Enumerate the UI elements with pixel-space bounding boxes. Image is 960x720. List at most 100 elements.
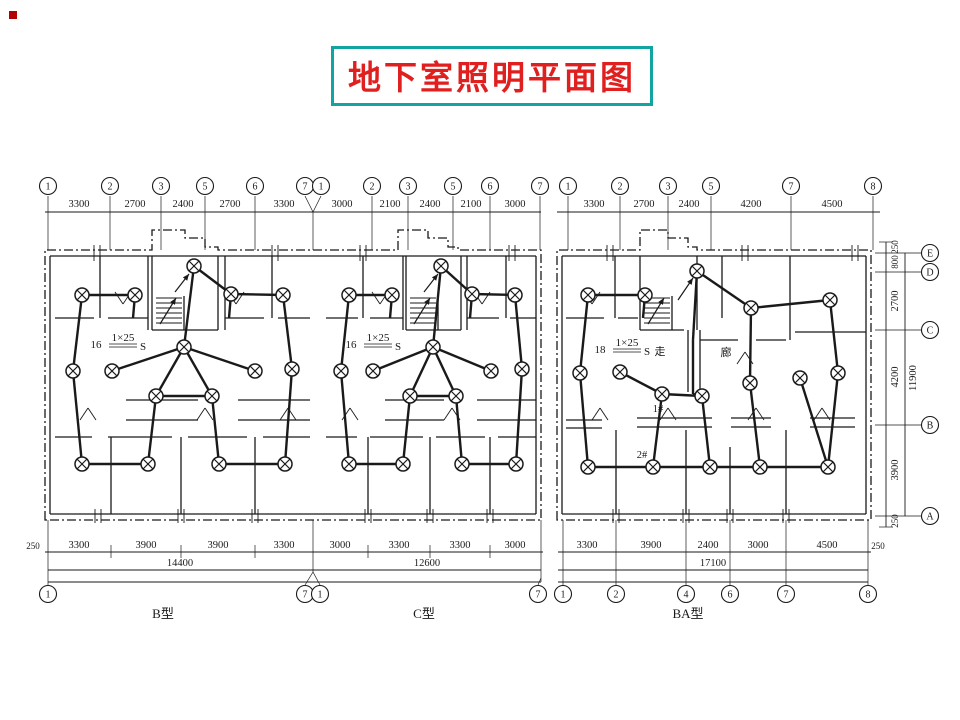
lamp-cross (435, 260, 447, 272)
lamp-count-label: 16 (91, 339, 103, 351)
axis-bubble-label: 5 (451, 182, 456, 193)
wire-line (146, 395, 158, 465)
axis-bubble-label: B (927, 421, 934, 432)
wire-line (401, 395, 412, 465)
dimension-label: 3300 (69, 540, 90, 551)
lamp-icon (433, 258, 449, 274)
lamp-cross (582, 461, 594, 473)
lamp-cross (691, 265, 703, 277)
lamp-cross (485, 365, 497, 377)
lamp-icon (148, 388, 164, 404)
dimension-label: 4200 (741, 199, 762, 210)
lamp-cross (582, 289, 594, 301)
wire-line (431, 346, 458, 397)
wire-line (700, 395, 712, 468)
axis-bubble-circle (720, 584, 740, 604)
lamp-cross (106, 365, 118, 377)
axis-bubble-label: 1 (318, 590, 323, 601)
dimension-label: 3000 (748, 540, 769, 551)
axis-bubble-label: 7 (536, 590, 541, 601)
plan-outline (556, 229, 872, 521)
lamp-icon (341, 287, 357, 303)
axis-bubble-7: 7 (776, 584, 796, 604)
axis-bubble-label: 1 (319, 182, 324, 193)
axis-bubble-circle (920, 415, 940, 435)
dimension-label: 250 (26, 541, 40, 551)
door-swing-mark (591, 407, 601, 421)
lamp-cross (178, 341, 190, 353)
axis-bubble-1: 1 (558, 176, 578, 196)
axis-bubble-label: 8 (871, 182, 876, 193)
lamp-icon (742, 375, 758, 391)
lamp-icon (402, 388, 418, 404)
dimension-label: 3300 (274, 540, 295, 551)
lamp-cross (76, 458, 88, 470)
lamp-icon (702, 459, 718, 475)
feed-arrow-head (424, 298, 430, 305)
lamp-icon (743, 300, 759, 316)
axis-bubble-A: A (920, 506, 940, 526)
lamp-cross (456, 458, 468, 470)
axis-bubble-circle (528, 584, 548, 604)
wire-line (651, 393, 664, 468)
wire-spec-label: 1×25 (367, 332, 390, 344)
axis-bubble-circle (920, 243, 940, 263)
lamp-icon (284, 361, 300, 377)
lamp-cross (343, 289, 355, 301)
dimension-label: 4500 (817, 540, 838, 551)
wire-line (283, 368, 294, 465)
dimension-label: 12600 (414, 558, 440, 569)
extension-line (312, 195, 322, 213)
dimension-label: 2700 (634, 199, 655, 210)
wire-line (748, 382, 762, 468)
wire-line (372, 345, 434, 373)
axis-bubble-label: 4 (684, 590, 689, 601)
staircases (156, 297, 670, 324)
axis-bubble-C: C (920, 320, 940, 340)
axis-bubble-circle (195, 176, 215, 196)
axis-bubble-label: 1 (46, 590, 51, 601)
lamp-cross (249, 365, 261, 377)
lamp-icon (384, 287, 400, 303)
dimension-label: 250 (890, 514, 900, 528)
feed-arrow-head (182, 274, 189, 281)
door-swing-mark (196, 407, 206, 421)
axis-bubble-label: 6 (728, 590, 733, 601)
lamp-icon (341, 456, 357, 472)
axis-bubble-circle (398, 176, 418, 196)
axis-bubble-label: 7 (789, 182, 794, 193)
feed-arrow-head (431, 274, 438, 281)
lamp-cross (614, 366, 626, 378)
lamp-icon (204, 388, 220, 404)
wire-line (828, 299, 840, 374)
wire-line (408, 346, 435, 397)
plan-type-label: C型 (413, 606, 435, 621)
axis-bubble-3: 3 (658, 176, 678, 196)
axis-bubble-circle (658, 176, 678, 196)
lamp-cross (67, 365, 79, 377)
dimension-label: 17100 (700, 558, 726, 569)
axis-bubble-2: 2 (610, 176, 630, 196)
lamp-cross (386, 289, 398, 301)
lamp-icon (752, 459, 768, 475)
lamp-symbols (65, 258, 846, 475)
axis-bubble-E: E (920, 243, 940, 263)
corridor-label: 走 (655, 345, 666, 358)
door-swing-mark (279, 407, 289, 421)
axis-bubble-label: 5 (709, 182, 714, 193)
feed-arrow-head (170, 298, 176, 305)
dimension-label: 3000 (330, 540, 351, 551)
building-outlines (44, 229, 872, 521)
wire-line (230, 292, 284, 297)
lamp-icon (654, 386, 670, 402)
axis-bubble-2: 2 (100, 176, 120, 196)
dimension-label: 2400 (420, 199, 441, 210)
dimension-label: 3900 (641, 540, 662, 551)
dimension-lines (45, 195, 921, 586)
lamp-count-label: 16 (346, 339, 358, 351)
dimension-label: 3300 (274, 199, 295, 210)
wire-line (339, 294, 351, 372)
lamp-icon (365, 363, 381, 379)
lamp-icon (277, 456, 293, 472)
